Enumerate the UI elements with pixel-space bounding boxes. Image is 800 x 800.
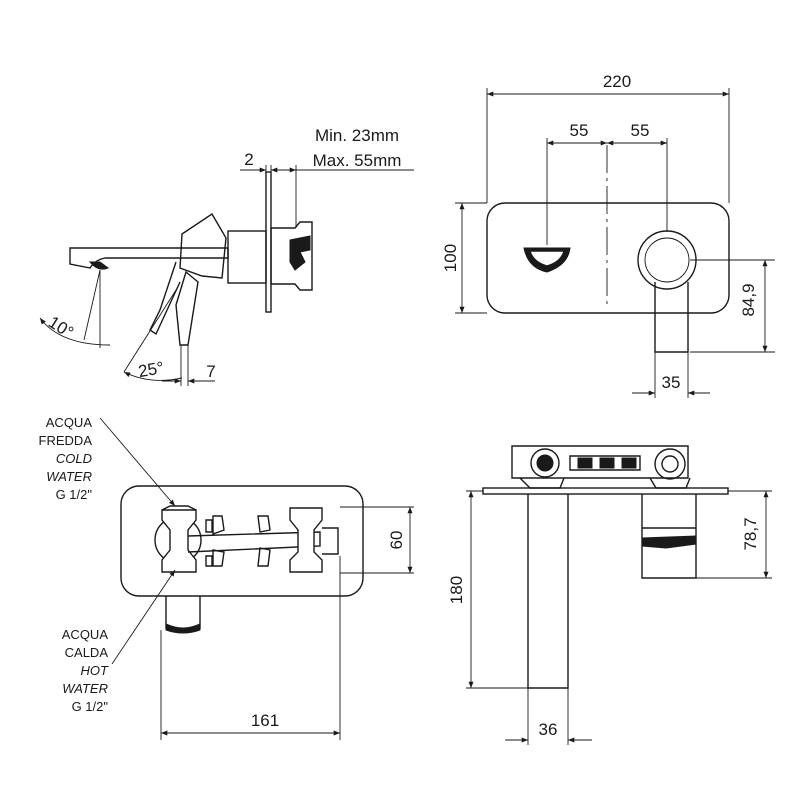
hot-label-line-1: ACQUA	[62, 627, 109, 642]
bottom-body	[511, 445, 689, 479]
cold-label-line-2: FREDDA	[39, 433, 93, 448]
cold-inlet	[161, 509, 197, 573]
dim-depth-min: Min. 23mm	[315, 126, 399, 145]
bottom-view: 180 78,7 36	[447, 445, 772, 745]
side-view: 10° 25° 7 2 Min. 23mm Max. 55mm	[39, 126, 414, 386]
cold-label-line-1: ACQUA	[46, 415, 93, 430]
hot-label-line-2: CALDA	[65, 645, 109, 660]
cold-label-line-4: WATER	[46, 469, 92, 484]
dim-height: 100	[441, 244, 460, 272]
hot-label-line-5: G 1/2"	[72, 699, 109, 714]
dim-angle-spout: 10°	[45, 312, 77, 342]
dim-depth-max: Max. 55mm	[313, 151, 402, 170]
dim-bottom-length: 180	[447, 576, 466, 604]
dim-bottom-width: 36	[539, 720, 558, 739]
hot-label-line-3: HOT	[81, 663, 110, 678]
side-cartridge	[270, 221, 313, 291]
cold-label-line-3: COLD	[56, 451, 92, 466]
top-plate	[120, 485, 364, 597]
dim-plate: 2	[244, 150, 253, 169]
bottom-spout	[527, 494, 569, 689]
side-spout	[69, 247, 229, 269]
bottom-plate	[482, 487, 729, 495]
top-view: 60 161 ACQUA FREDDA COLD WATER G 1/2" AC…	[39, 415, 414, 740]
side-plate	[265, 171, 272, 313]
dim-spout-width: 35	[662, 373, 681, 392]
cold-label-line-5: G 1/2"	[56, 487, 93, 502]
hot-inlet	[289, 507, 323, 573]
front-plate	[486, 202, 730, 314]
front-spout	[654, 282, 689, 353]
dim-lever-offset: 7	[206, 362, 215, 381]
dim-spout-offset: 84,9	[739, 283, 758, 316]
dim-top-height: 60	[387, 531, 406, 550]
front-view: 220 55 55 100 84,9 35	[441, 72, 775, 398]
dim-angle-lever: 25°	[137, 358, 166, 381]
top-connecting-bar	[187, 531, 321, 553]
side-lever	[179, 213, 227, 279]
dim-bottom-depth: 78,7	[741, 517, 760, 550]
dim-half-right: 55	[631, 121, 650, 140]
dim-top-length: 161	[251, 711, 279, 730]
hot-label-line-4: WATER	[62, 681, 108, 696]
dim-half-left: 55	[570, 121, 589, 140]
front-spout-body	[637, 230, 697, 290]
dim-width: 220	[603, 72, 631, 91]
